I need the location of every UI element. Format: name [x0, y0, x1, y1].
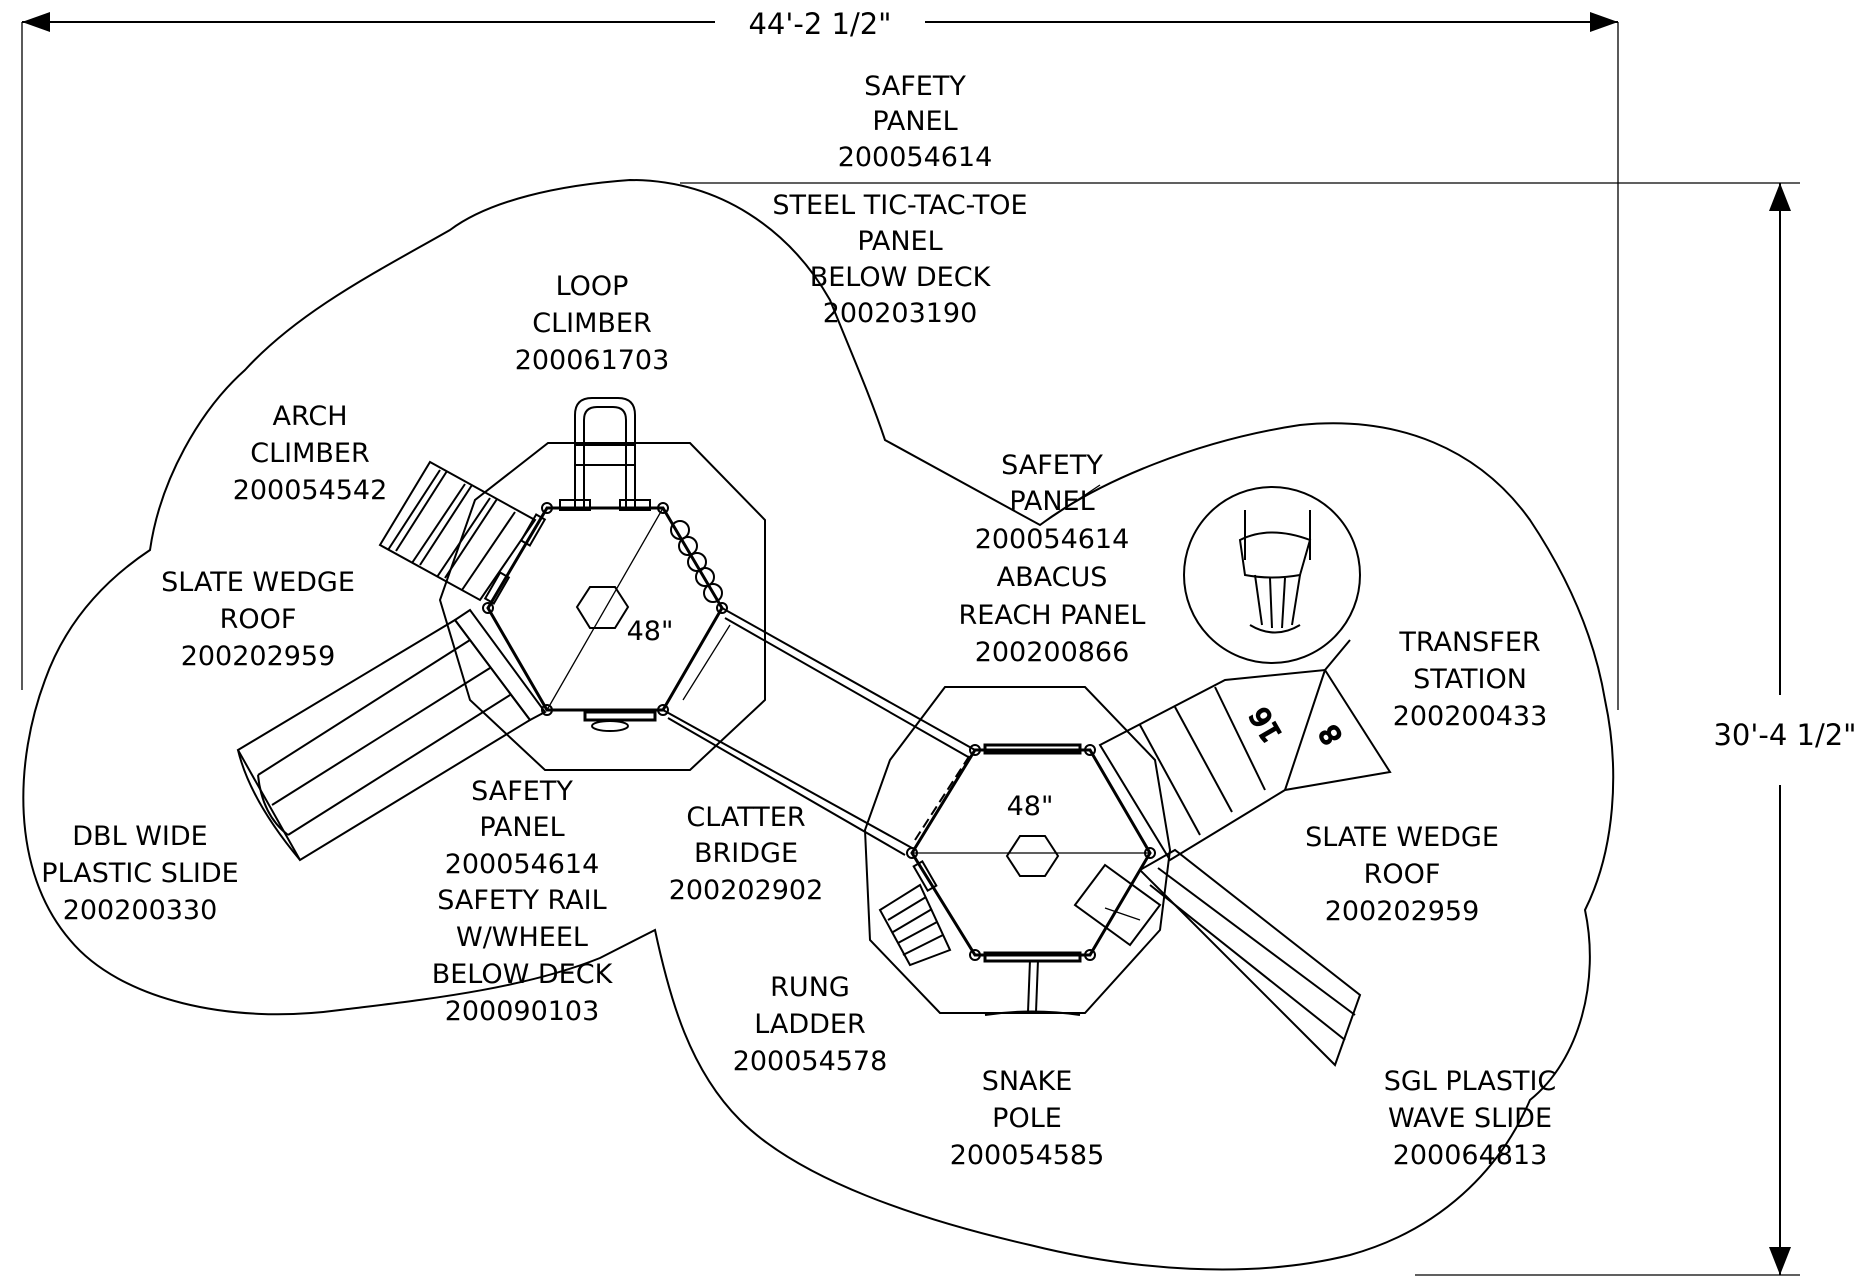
label-clatter-bridge: CLATTER BRIDGE 200202902: [669, 802, 824, 906]
svg-text:STEEL TIC-TAC-TOE: STEEL TIC-TAC-TOE: [772, 190, 1027, 221]
svg-text:SAFETY RAIL: SAFETY RAIL: [437, 885, 606, 916]
left-post-hexagon: [575, 586, 630, 629]
svg-text:BRIDGE: BRIDGE: [694, 838, 798, 869]
svg-text:LADDER: LADDER: [754, 1009, 866, 1040]
svg-text:200203190: 200203190: [823, 298, 978, 329]
svg-text:200090103: 200090103: [445, 996, 600, 1027]
left-deck-zone: [438, 442, 766, 771]
left-deck-height: 48": [627, 616, 674, 647]
double-wide-slide: [236, 608, 547, 862]
svg-text:200054542: 200054542: [233, 475, 388, 506]
height-dimension: 30'-4 1/2": [680, 182, 1857, 1276]
width-dimension: 44'-2 1/2": [21, 7, 1619, 710]
svg-text:PLASTIC SLIDE: PLASTIC SLIDE: [41, 858, 238, 889]
svg-text:W/WHEEL: W/WHEEL: [456, 922, 588, 953]
svg-text:CLATTER: CLATTER: [686, 802, 805, 833]
svg-text:PANEL: PANEL: [1009, 486, 1094, 517]
svg-text:SAFETY: SAFETY: [471, 776, 573, 807]
width-dimension-label: 44'-2 1/2": [748, 7, 891, 41]
left-beaded-panel: [670, 520, 723, 603]
svg-text:SAFETY: SAFETY: [1001, 450, 1103, 481]
snake-pole: [984, 959, 1081, 1016]
safety-rail-panel: [583, 710, 657, 722]
bottom-panel: [983, 951, 1082, 963]
svg-text:WAVE SLIDE: WAVE SLIDE: [1388, 1103, 1552, 1134]
svg-text:LOOP: LOOP: [556, 271, 629, 302]
svg-text:200054614: 200054614: [975, 524, 1130, 555]
label-arch-climber: ARCH CLIMBER 200054542: [233, 401, 388, 506]
svg-text:ROOF: ROOF: [220, 604, 297, 635]
label-safety-abacus-panel: SAFETY PANEL 200054614 ABACUS REACH PANE…: [959, 450, 1146, 668]
abacus-panel: [983, 743, 1082, 755]
label-rung-ladder: RUNG LADDER 200054578: [733, 972, 888, 1077]
label-loop-climber: LOOP CLIMBER 200061703: [515, 271, 670, 376]
svg-text:DBL WIDE: DBL WIDE: [72, 821, 207, 852]
svg-text:BELOW DECK: BELOW DECK: [432, 959, 614, 990]
svg-text:CLIMBER: CLIMBER: [250, 438, 370, 469]
svg-text:CLIMBER: CLIMBER: [532, 308, 652, 339]
svg-text:SNAKE: SNAKE: [982, 1066, 1073, 1097]
left-tower: 48": [438, 442, 766, 771]
label-slate-wedge-roof-right: SLATE WEDGE ROOF 200202959: [1305, 822, 1499, 927]
label-safety-rail: SAFETY PANEL 200054614 SAFETY RAIL W/WHE…: [432, 776, 614, 1027]
svg-text:TRANSFER: TRANSFER: [1398, 627, 1540, 658]
svg-text:SLATE WEDGE: SLATE WEDGE: [1305, 822, 1499, 853]
svg-text:PANEL: PANEL: [479, 812, 564, 843]
label-dbl-wide-slide: DBL WIDE PLASTIC SLIDE 200200330: [41, 821, 238, 926]
svg-text:200054614: 200054614: [838, 142, 993, 173]
svg-text:BELOW DECK: BELOW DECK: [810, 262, 992, 293]
label-slate-wedge-roof-left: SLATE WEDGE ROOF 200202959: [161, 567, 355, 672]
svg-text:SGL PLASTIC: SGL PLASTIC: [1384, 1066, 1557, 1097]
svg-text:ROOF: ROOF: [1364, 859, 1441, 890]
svg-text:STATION: STATION: [1413, 664, 1527, 695]
svg-text:200202959: 200202959: [1325, 896, 1480, 927]
label-safety-panel-top: SAFETY PANEL 200054614: [838, 71, 993, 173]
label-sgl-wave-slide: SGL PLASTIC WAVE SLIDE 200064813: [1384, 1066, 1557, 1171]
step-label-8: 8: [1314, 719, 1349, 749]
rung-ladder: [878, 860, 952, 967]
svg-text:200061703: 200061703: [515, 345, 670, 376]
loop-climber: [559, 397, 651, 511]
label-transfer-station: TRANSFER STATION 200200433: [1393, 627, 1548, 732]
svg-text:PANEL: PANEL: [872, 106, 957, 137]
svg-text:SLATE WEDGE: SLATE WEDGE: [161, 567, 355, 598]
svg-text:200202902: 200202902: [669, 875, 824, 906]
svg-text:200064813: 200064813: [1393, 1140, 1548, 1171]
right-deck-height: 48": [1007, 791, 1054, 822]
svg-text:RUNG: RUNG: [770, 972, 850, 1003]
svg-text:200202959: 200202959: [181, 641, 336, 672]
svg-text:REACH PANEL: REACH PANEL: [959, 600, 1146, 631]
arch-climber: [378, 460, 547, 605]
svg-text:ARCH: ARCH: [272, 401, 347, 432]
svg-text:PANEL: PANEL: [857, 226, 942, 257]
right-deck-zone: [863, 686, 1172, 1014]
leader-line: [1039, 484, 1101, 526]
svg-text:200054585: 200054585: [950, 1140, 1105, 1171]
svg-text:ABACUS: ABACUS: [997, 562, 1108, 593]
svg-text:SAFETY: SAFETY: [864, 71, 966, 102]
height-dimension-label: 30'-4 1/2": [1713, 718, 1856, 752]
svg-text:200054578: 200054578: [733, 1046, 888, 1077]
label-snake-pole: SNAKE POLE 200054585: [950, 1066, 1105, 1171]
step-label-16: 16: [1244, 702, 1288, 747]
svg-text:200200433: 200200433: [1393, 701, 1548, 732]
label-tic-tac-toe-panel: STEEL TIC-TAC-TOE PANEL BELOW DECK 20020…: [772, 190, 1027, 329]
svg-text:200054614: 200054614: [445, 849, 600, 880]
right-tower: 48": [863, 686, 1172, 1014]
svg-text:200200330: 200200330: [63, 895, 218, 926]
clatter-bridge: [662, 607, 976, 856]
single-wave-slide: [1073, 848, 1362, 1067]
right-post-hexagon: [1005, 835, 1060, 877]
svg-text:POLE: POLE: [992, 1103, 1062, 1134]
svg-text:200200866: 200200866: [975, 637, 1130, 668]
swing-circle: [1183, 486, 1361, 664]
safety-zone-outline: [22, 178, 1615, 1271]
